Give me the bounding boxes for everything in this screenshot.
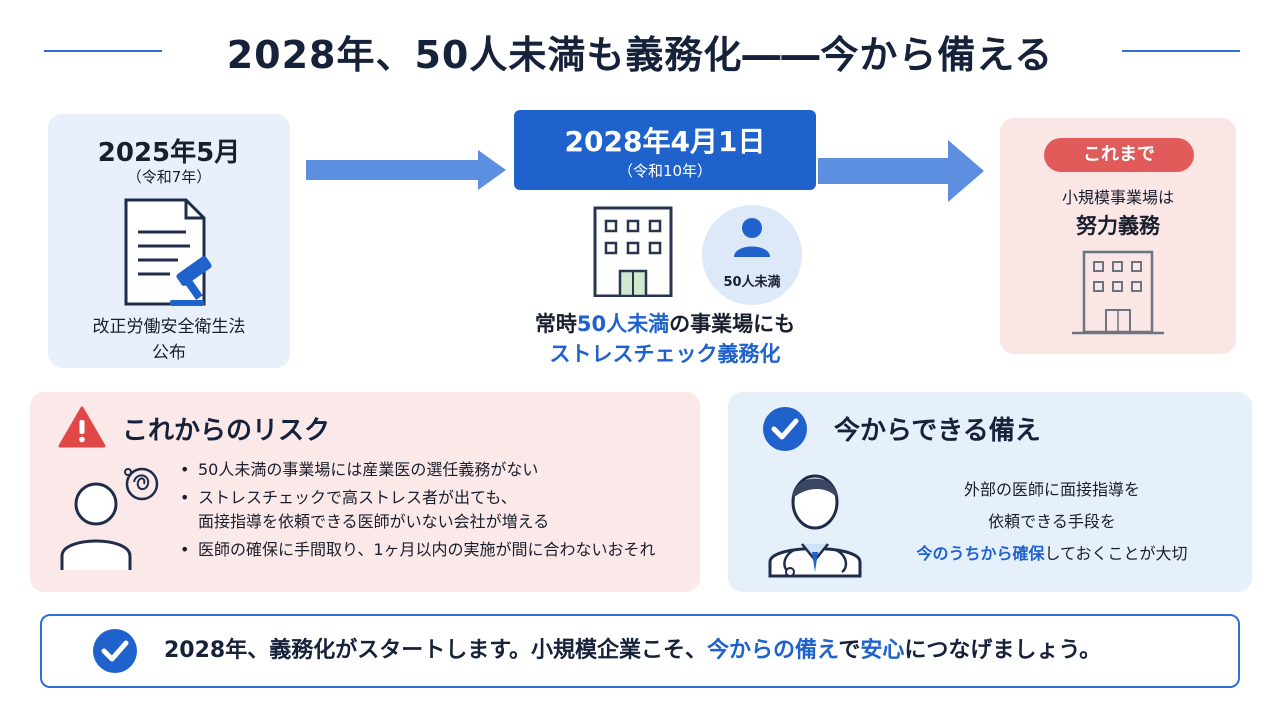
summary-banner — [40, 614, 1240, 688]
summary-highlight1: 今からの備え — [707, 638, 839, 663]
page-title: 2028年、50人未満も義務化――今から備える — [226, 33, 1054, 77]
under-50-badge: 50人未満 — [702, 205, 802, 305]
preparation-text: 外部の医師に面接指導を 依頼できる手段を 今のうちから確保しておくことが大切 — [862, 474, 1242, 570]
document-gavel-icon — [124, 198, 212, 306]
summary-part2: で — [838, 638, 861, 663]
risk-bullet: 50人未満の事業場には産業医の選任義務がない — [178, 458, 656, 482]
check-circle-icon — [763, 407, 807, 451]
law-caption-line1: 改正労働安全衛生法 — [92, 317, 246, 337]
person-icon — [734, 218, 770, 257]
mandate-era: （令和10年） — [617, 162, 713, 180]
small-sites-line1: 小規模事業場は — [1061, 188, 1174, 207]
check-circle-icon — [93, 629, 137, 673]
title-rule-right — [1122, 50, 1240, 52]
law-promulgation-card: 2025年5月 （令和7年） 改正労働安全衛生法 公布 — [48, 114, 290, 368]
summary-part1: 2028年、義務化がスタートします。小規模企業こそ、 — [164, 638, 708, 663]
doctor-icon — [768, 474, 862, 578]
warning-icon — [58, 406, 106, 448]
until-now-pill: これまで — [1044, 138, 1194, 172]
prep-line3-rest: しておくことが大切 — [1044, 544, 1188, 563]
prep-line3: 今のうちから確保しておくことが大切 — [862, 538, 1242, 570]
risk-bullet-line: ストレスチェックで高ストレス者が出ても、 — [198, 488, 517, 507]
summary-part3: につなげましょう。 — [904, 638, 1102, 663]
risk-title: これからのリスク — [122, 416, 331, 446]
prep-highlight: 今のうちから確保 — [916, 544, 1045, 563]
caption-prefix: 常時 — [534, 312, 577, 336]
arrow-right-icon — [306, 150, 506, 190]
office-building-icon — [593, 206, 673, 297]
arrow-right-icon — [818, 140, 984, 202]
title-rule-left — [44, 50, 162, 52]
worried-person-icon — [60, 467, 159, 570]
risk-bullet: ストレスチェックで高ストレス者が出ても、 面接指導を依頼できる医師がいない会社が… — [178, 486, 656, 534]
caption-highlight: 50人未満 — [576, 312, 670, 336]
caption-suffix: の事業場にも — [669, 312, 796, 336]
risk-bullet: 医師の確保に手間取り、1ヶ月以内の実施が間に合わないおそれ — [178, 538, 656, 562]
prep-line2: 依頼できる手段を — [988, 512, 1116, 531]
prep-line1: 外部の医師に面接指導を — [963, 480, 1140, 499]
law-era: （令和7年） — [126, 168, 212, 186]
risk-bullet-line: 面接指導を依頼できる医師がいない会社が増える — [198, 512, 550, 531]
small-sites-line2: 努力義務 — [1076, 214, 1160, 238]
summary-text: 2028年、義務化がスタートします。小規模企業こそ、今からの備えで安心につなげま… — [164, 632, 1101, 664]
risk-bullet-list: 50人未満の事業場には産業医の選任義務がない ストレスチェックで高ストレス者が出… — [178, 458, 656, 566]
summary-highlight2: 安心 — [860, 638, 905, 663]
small-building-icon — [1072, 250, 1164, 335]
mandate-caption-line2: ストレスチェック義務化 — [549, 342, 781, 366]
under-50-label: 50人未満 — [723, 275, 781, 290]
law-caption-line2: 公布 — [152, 343, 186, 363]
preparation-title: 今からできる備え — [834, 416, 1041, 446]
law-date: 2025年5月 — [97, 138, 241, 168]
mandate-date: 2028年4月1日 — [564, 125, 766, 158]
mandate-caption-line1: 常時50人未満の事業場にも — [480, 308, 850, 338]
mandate-date-box: 2028年4月1日 （令和10年） — [514, 110, 816, 190]
